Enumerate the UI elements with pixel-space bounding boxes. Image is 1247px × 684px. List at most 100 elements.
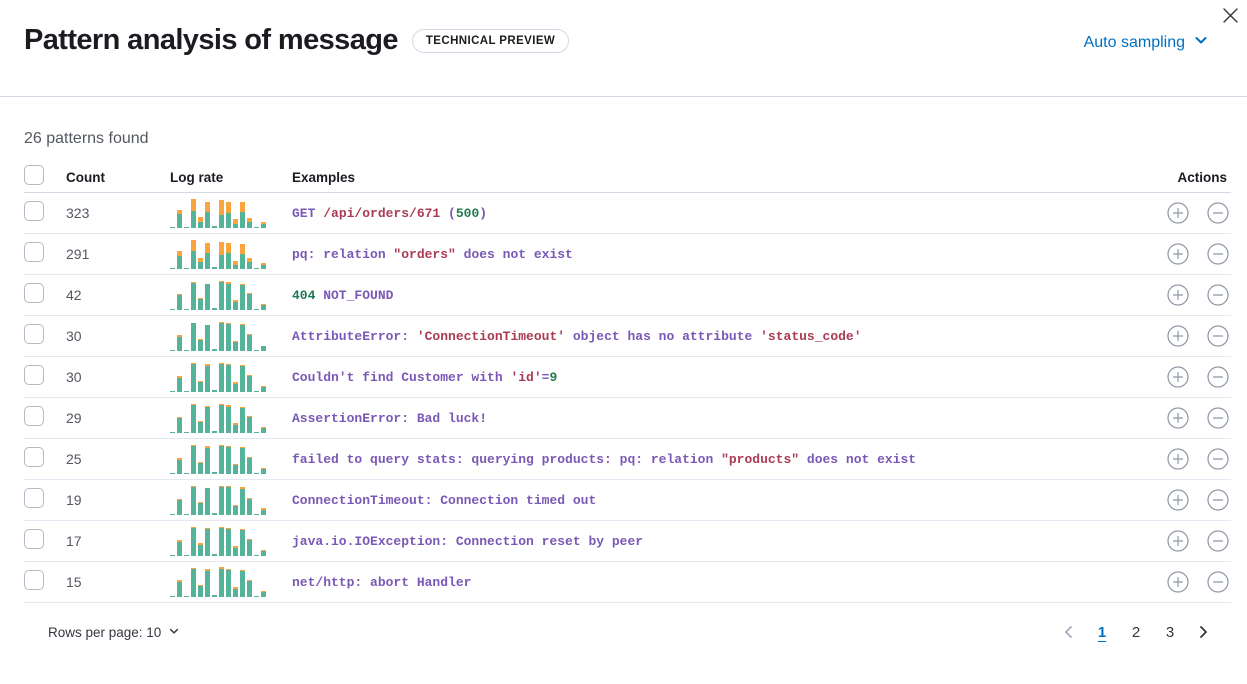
sparkline-bar <box>191 362 196 392</box>
rows-per-page-button[interactable]: Rows per page: 10 <box>48 625 180 640</box>
sparkline-teal-segment <box>170 513 175 515</box>
page-button-3[interactable]: 3 <box>1157 619 1183 645</box>
filter-out-pattern-button[interactable] <box>1207 366 1229 388</box>
sparkline-bar <box>219 362 224 392</box>
example-token: GET <box>292 205 324 221</box>
filter-in-pattern-button[interactable] <box>1167 284 1189 306</box>
sparkline-teal-segment <box>233 465 238 474</box>
filter-in-pattern-button[interactable] <box>1167 366 1189 388</box>
previous-page-button[interactable] <box>1057 624 1081 640</box>
sampling-dropdown[interactable]: Auto sampling <box>1084 32 1209 53</box>
example-text: failed to query stats: querying products… <box>292 452 1141 467</box>
sparkline-orange-segment <box>233 219 238 224</box>
plus-circle-icon <box>1167 284 1189 309</box>
select-all-checkbox[interactable] <box>24 165 44 185</box>
filter-out-pattern-button[interactable] <box>1207 202 1229 224</box>
sparkline-teal-segment <box>233 264 238 269</box>
example-token: 'status_code' <box>760 328 862 344</box>
sparkline-teal-segment <box>184 554 189 556</box>
sparkline-orange-segment <box>247 375 252 377</box>
sparkline-orange-segment <box>219 567 224 569</box>
sparkline-teal-segment <box>254 308 259 310</box>
sparkline-bar <box>205 403 210 433</box>
pattern-table: Count Log rate Examples Actions 323 GET … <box>24 163 1231 603</box>
table-row: 25 failed to query stats: querying produ… <box>24 439 1231 480</box>
sparkline-teal-segment <box>170 554 175 556</box>
example-text: pq: relation "orders" does not exist <box>292 247 1141 262</box>
sparkline-bar <box>212 444 217 474</box>
sparkline-teal-segment <box>191 283 196 310</box>
filter-in-pattern-button[interactable] <box>1167 530 1189 552</box>
row-checkbox[interactable] <box>24 528 44 549</box>
filter-out-pattern-button[interactable] <box>1207 448 1229 470</box>
sparkline-bar <box>191 567 196 597</box>
sparkline-bar <box>233 444 238 474</box>
sparkline-orange-segment <box>226 445 231 447</box>
row-checkbox[interactable] <box>24 569 44 590</box>
sparkline-teal-segment <box>219 568 224 597</box>
sparkline-teal-segment <box>226 487 231 515</box>
sparkline-orange-segment <box>198 339 203 341</box>
example-token: ConnectionTimeout: Connection timed out <box>292 492 597 508</box>
filter-out-pattern-button[interactable] <box>1207 325 1229 347</box>
next-page-button[interactable] <box>1191 624 1215 640</box>
sparkline-orange-segment <box>240 324 245 326</box>
row-checkbox[interactable] <box>24 364 44 385</box>
sparkline-teal-segment <box>219 404 224 433</box>
sparkline-teal-segment <box>261 305 266 310</box>
filter-out-pattern-button[interactable] <box>1207 489 1229 511</box>
log-rate-sparkline <box>170 567 268 597</box>
sparkline-orange-segment <box>233 382 238 384</box>
sparkline-bar <box>177 198 182 228</box>
filter-out-pattern-button[interactable] <box>1207 407 1229 429</box>
sparkline-bar <box>170 444 175 474</box>
sparkline-orange-segment <box>219 363 224 365</box>
sparkline-teal-segment <box>198 586 203 597</box>
filter-out-pattern-button[interactable] <box>1207 571 1229 593</box>
example-token: "products" <box>721 451 800 467</box>
row-checkbox[interactable] <box>24 200 44 221</box>
page-button-1[interactable]: 1 <box>1089 619 1115 645</box>
close-flyout-button[interactable] <box>1217 4 1243 30</box>
row-checkbox[interactable] <box>24 487 44 508</box>
sparkline-teal-segment <box>177 295 182 310</box>
row-checkbox[interactable] <box>24 241 44 262</box>
sparkline-orange-segment <box>226 322 231 324</box>
filter-in-pattern-button[interactable] <box>1167 448 1189 470</box>
sparkline-teal-segment <box>198 544 203 556</box>
filter-in-pattern-button[interactable] <box>1167 571 1189 593</box>
page-button-2[interactable]: 2 <box>1123 619 1149 645</box>
sparkline-teal-segment <box>247 540 252 556</box>
sparkline-teal-segment <box>226 529 231 556</box>
row-checkbox[interactable] <box>24 282 44 303</box>
filter-in-pattern-button[interactable] <box>1167 489 1189 511</box>
sparkline-teal-segment <box>233 223 238 228</box>
filter-in-pattern-button[interactable] <box>1167 407 1189 429</box>
sparkline-bar <box>219 280 224 310</box>
count-cell: 42 <box>66 287 82 303</box>
row-checkbox[interactable] <box>24 323 44 344</box>
filter-in-pattern-button[interactable] <box>1167 325 1189 347</box>
row-checkbox[interactable] <box>24 405 44 426</box>
log-rate-sparkline <box>170 198 268 228</box>
example-text: AttributeError: 'ConnectionTimeout' obje… <box>292 329 1141 344</box>
sparkline-orange-segment <box>240 243 245 254</box>
sparkline-bar <box>198 403 203 433</box>
sparkline-orange-segment <box>261 304 266 306</box>
filter-out-pattern-button[interactable] <box>1207 243 1229 265</box>
sparkline-teal-segment <box>240 212 245 228</box>
example-text: java.io.IOException: Connection reset by… <box>292 534 1141 549</box>
sparkline-teal-segment <box>177 582 182 597</box>
row-checkbox[interactable] <box>24 446 44 467</box>
filter-out-pattern-button[interactable] <box>1207 530 1229 552</box>
sparkline-teal-segment <box>254 554 259 556</box>
filter-out-pattern-button[interactable] <box>1207 284 1229 306</box>
sparkline-bar <box>205 567 210 597</box>
sparkline-orange-segment <box>261 386 266 388</box>
filter-in-pattern-button[interactable] <box>1167 243 1189 265</box>
filter-in-pattern-button[interactable] <box>1167 202 1189 224</box>
column-header-log-rate: Log rate <box>170 170 224 185</box>
sparkline-teal-segment <box>261 265 266 269</box>
log-rate-sparkline <box>170 485 268 515</box>
sparkline-teal-segment <box>177 336 182 351</box>
